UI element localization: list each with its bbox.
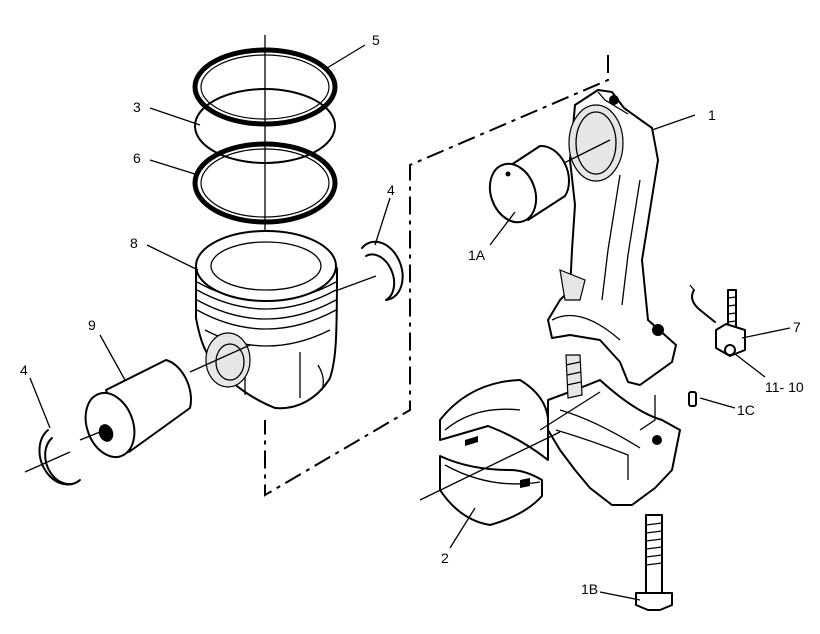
rod-cap	[547, 354, 681, 506]
callout-4-left: 4	[20, 362, 28, 378]
connecting-rod	[547, 89, 677, 386]
callout-6: 6	[133, 150, 141, 166]
callout-5: 5	[372, 32, 380, 48]
callout-1a: 1A	[468, 247, 486, 263]
callout-1b: 1B	[581, 581, 598, 597]
piston-pin	[84, 359, 192, 458]
leader-1a	[489, 211, 516, 246]
callout-11-10: 11- 10	[765, 379, 804, 395]
callout-3: 3	[133, 99, 141, 115]
cap-dowel-indicator	[639, 395, 656, 431]
callout-8: 8	[130, 235, 138, 251]
leader-1c	[699, 397, 736, 409]
callout-4-right: 4	[387, 182, 395, 198]
leader-7	[741, 327, 791, 339]
leader-2	[449, 507, 476, 549]
callout-1c: 1C	[737, 402, 755, 418]
leader-5	[326, 44, 366, 69]
callout-2: 2	[441, 550, 449, 566]
bearing-centerline	[419, 431, 561, 501]
bearing-upper-half	[439, 379, 549, 461]
bolt-with-clip	[689, 284, 746, 357]
leader-1b	[599, 591, 641, 601]
leader-6	[149, 159, 199, 176]
leader-9	[99, 334, 126, 381]
callout-1: 1	[708, 107, 716, 123]
leader-3	[149, 107, 201, 126]
leader-4-right	[374, 197, 391, 246]
leader-11-10	[734, 353, 766, 378]
leader-4-left	[29, 377, 51, 429]
rod-bolt	[635, 514, 673, 611]
retaining-ring-right	[337, 240, 404, 301]
callout-9: 9	[88, 317, 96, 333]
leader-8	[146, 244, 199, 271]
retaining-ring-left	[24, 429, 81, 486]
rod-bore-centerline	[559, 139, 611, 166]
leader-1	[651, 114, 696, 131]
bearing-centerline-upper	[539, 391, 601, 431]
callout-7: 7	[793, 319, 801, 335]
pin-axis-line	[79, 431, 101, 441]
rod-bushing	[488, 144, 570, 224]
piston	[195, 230, 338, 410]
dowel-pin	[688, 391, 697, 407]
pin-centerline	[189, 344, 251, 373]
bearing-lower-half	[439, 455, 543, 526]
